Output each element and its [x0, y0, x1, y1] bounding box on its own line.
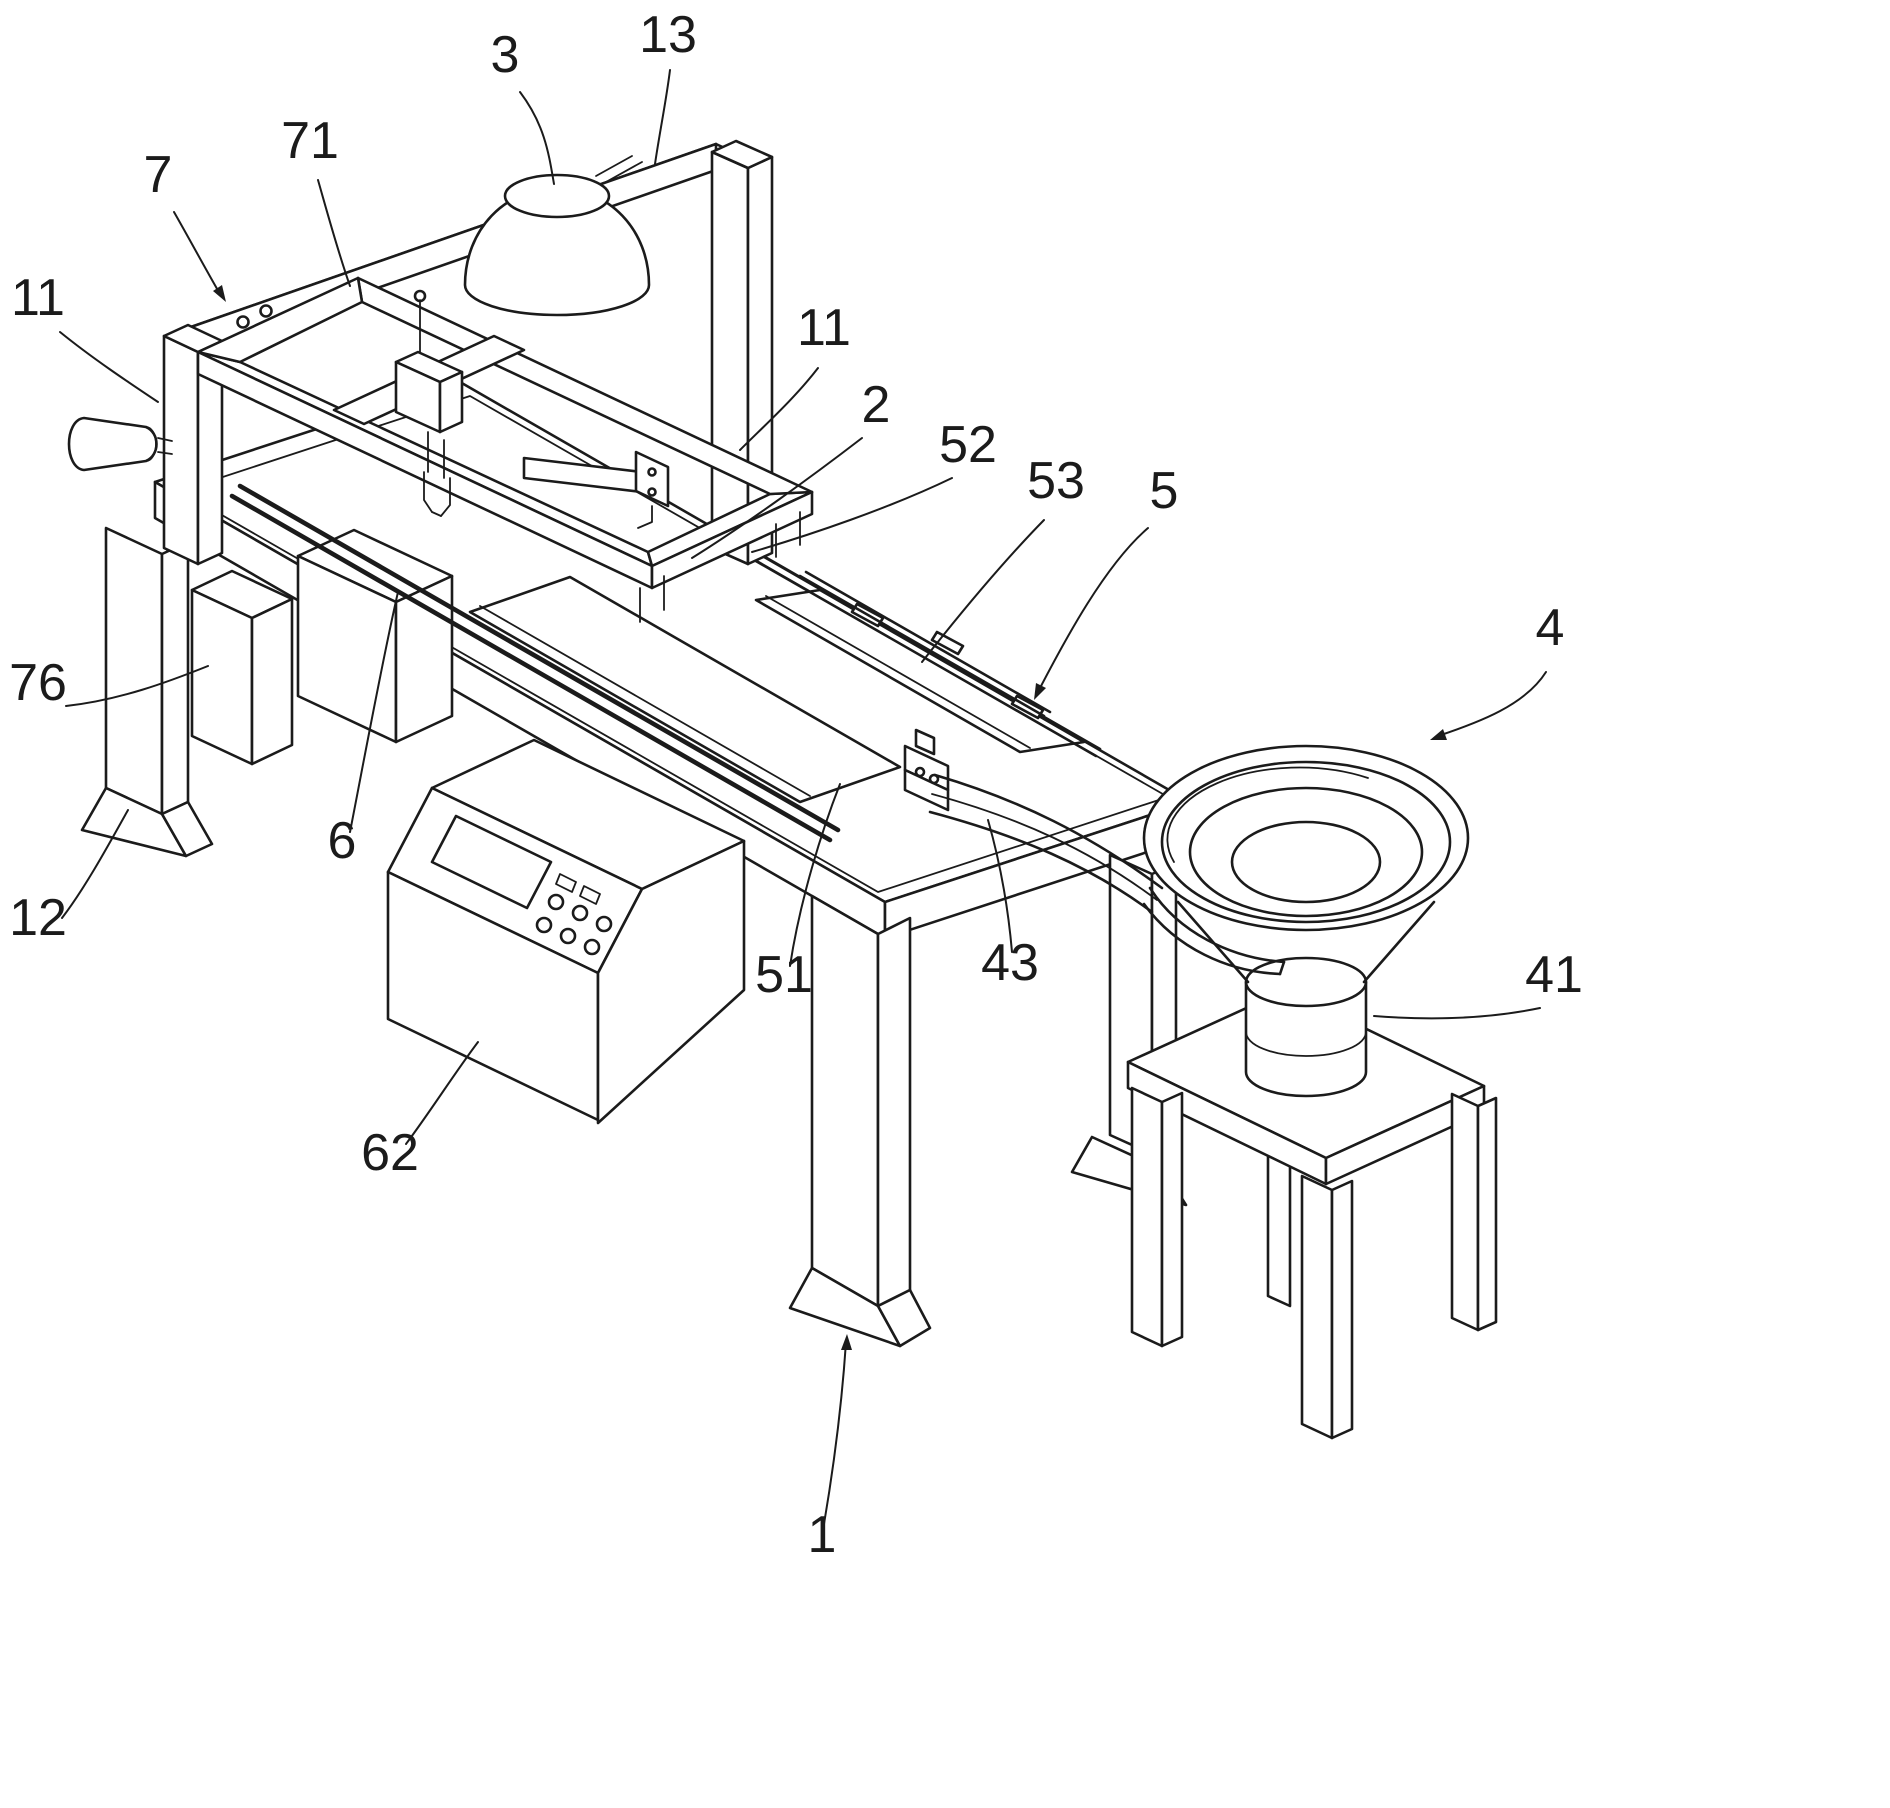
- label-5: 5: [1034, 462, 1178, 700]
- reference-label-41: 41: [1525, 946, 1583, 1004]
- label-6: 6: [328, 591, 399, 870]
- bowl-base: [1244, 980, 1368, 1098]
- label-41: 41: [1373, 946, 1583, 1020]
- label-11-mid: 11: [739, 299, 851, 451]
- label-52: 52: [751, 416, 997, 553]
- reference-label-52: 52: [939, 416, 997, 474]
- label-76: 76: [9, 654, 209, 712]
- label-11-left: 11: [11, 269, 159, 403]
- guide-rail: [229, 493, 833, 843]
- panel-button: [583, 938, 601, 956]
- panel-button: [595, 915, 613, 933]
- label-4: 4: [1430, 599, 1564, 740]
- label-62: 62: [361, 1041, 479, 1182]
- reference-label-1: 1: [808, 1506, 837, 1564]
- bowl-rim: [1142, 744, 1470, 932]
- label-3: 3: [491, 26, 555, 185]
- label-7: 7: [144, 146, 226, 302]
- reference-label-76: 76: [9, 654, 67, 712]
- bolt-icon: [259, 304, 273, 318]
- reference-label-11-mid: 11: [797, 299, 851, 357]
- reference-label-6: 6: [328, 812, 357, 870]
- reference-label-2: 2: [862, 376, 891, 434]
- reference-label-11-left: 11: [11, 269, 65, 327]
- reference-label-51: 51: [755, 946, 813, 1004]
- table-rails: [229, 483, 1102, 843]
- screw-icon: [413, 289, 427, 303]
- side-motor: [67, 416, 173, 472]
- reference-label-3: 3: [491, 26, 520, 84]
- reference-label-62: 62: [361, 1124, 419, 1182]
- slide-plate-right: [754, 588, 1086, 754]
- label-2: 2: [691, 376, 891, 559]
- label-71: 71: [281, 112, 351, 287]
- feed-track: [903, 728, 1164, 914]
- reference-labels: 3 13 71 7 11 11 2 52: [9, 6, 1583, 1564]
- label-51: 51: [755, 783, 841, 1004]
- linear-track: [933, 773, 1164, 890]
- reference-label-71: 71: [281, 112, 339, 170]
- lamp: [463, 155, 651, 317]
- reference-label-53: 53: [1027, 452, 1085, 510]
- bowl-feeder: [1126, 744, 1498, 1440]
- panel-button: [559, 927, 577, 945]
- label-1: 1: [808, 1334, 852, 1564]
- under-table-boxes: [190, 528, 454, 766]
- label-43: 43: [981, 819, 1039, 992]
- panel-button: [571, 904, 589, 922]
- bolt-icon: [236, 315, 250, 329]
- reference-label-43: 43: [981, 934, 1039, 992]
- reference-label-13: 13: [639, 6, 697, 64]
- motor-body: [67, 416, 158, 472]
- spiral-track: [1166, 766, 1369, 863]
- label-13: 13: [639, 6, 697, 165]
- reference-label-5: 5: [1150, 462, 1179, 520]
- panel-button: [547, 893, 565, 911]
- gantry-mechanism: [332, 289, 670, 529]
- left-column: [162, 334, 200, 566]
- panel-button: [535, 916, 553, 934]
- display-screen: [430, 814, 553, 910]
- reference-label-12: 12: [9, 889, 67, 947]
- control-box: [386, 738, 746, 1125]
- lamp-top: [503, 173, 611, 219]
- label-12: 12: [9, 809, 129, 947]
- right-post: [710, 150, 750, 566]
- label-53: 53: [921, 452, 1085, 663]
- arm-clamp: [634, 450, 670, 508]
- reference-label-7: 7: [144, 146, 173, 204]
- slide-plate-left: [468, 575, 902, 804]
- reference-label-4: 4: [1536, 599, 1565, 657]
